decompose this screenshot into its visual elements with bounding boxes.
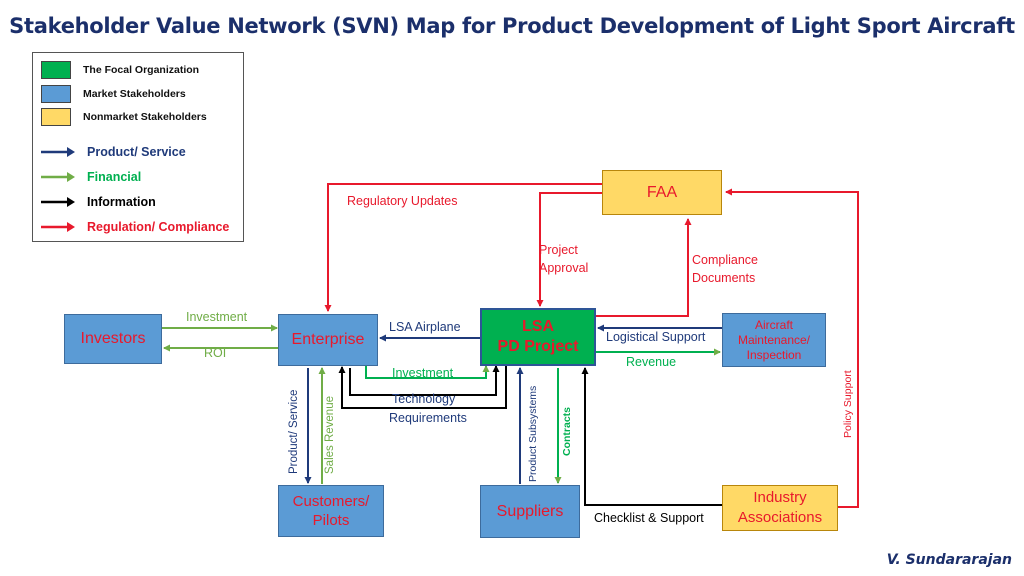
label-contracts: Contracts	[561, 406, 573, 456]
node-enterprise-label: Enterprise	[291, 331, 365, 348]
node-maintenance-label-line3: Inspection	[746, 347, 802, 362]
legend-label-market: Market Stakeholders	[83, 88, 186, 100]
legend-item-regulation: Regulation/ Compliance	[41, 220, 229, 234]
label-project-approval-line1: Project	[539, 243, 578, 257]
legend-arrow-information-icon	[41, 197, 75, 207]
legend: The Focal Organization Market Stakeholde…	[32, 52, 244, 242]
label-roi: ROI	[204, 346, 227, 360]
label-project-approval-line2: Approval	[539, 261, 589, 275]
legend-label-regulation: Regulation/ Compliance	[87, 220, 230, 234]
label-technology: Technology	[392, 392, 456, 406]
node-customers-label-line2: Pilots	[312, 512, 350, 529]
page-title: Stakeholder Value Network (SVN) Map for …	[9, 14, 1015, 38]
node-lsa-pd-project[interactable]: LSA PD Project	[480, 308, 596, 366]
flow-project-approval	[536, 192, 602, 307]
legend-label-product: Product/ Service	[87, 145, 186, 159]
label-lsa-airplane: LSA Airplane	[389, 320, 461, 334]
legend-swatch-market	[41, 85, 71, 103]
legend-label-focal: The Focal Organization	[83, 64, 200, 76]
node-customers-pilots[interactable]: Customers/ Pilots	[278, 485, 384, 537]
legend-item-financial: Financial	[41, 170, 141, 184]
node-suppliers[interactable]: Suppliers	[480, 485, 580, 538]
label-compliance-documents-line1: Compliance	[692, 253, 759, 267]
label-investment-project: Investment	[392, 366, 454, 380]
flow-policy-support	[725, 188, 859, 508]
node-lsa-label-line2: PD Project	[497, 338, 579, 355]
node-maintenance-label-line1: Aircraft	[754, 317, 793, 332]
legend-label-information: Information	[87, 195, 156, 209]
legend-swatch-focal	[41, 61, 71, 79]
flow-regulatory-updates	[324, 183, 602, 312]
legend-item-product: Product/ Service	[41, 145, 186, 159]
label-investment-investors: Investment	[186, 310, 248, 324]
node-maintenance-label-line2: Maintenance/	[737, 332, 811, 347]
label-product-service: Product/ Service	[288, 389, 300, 474]
legend-item-market: Market Stakeholders	[41, 85, 186, 103]
node-faa[interactable]: FAA	[602, 170, 722, 215]
legend-item-information: Information	[41, 195, 156, 209]
legend-arrow-product-icon	[41, 147, 75, 157]
node-enterprise[interactable]: Enterprise	[278, 314, 378, 366]
legend-item-focal: The Focal Organization	[41, 61, 199, 79]
flow-technology	[349, 365, 500, 396]
label-logistical-support: Logistical Support	[606, 330, 706, 344]
legend-label-nonmarket: Nonmarket Stakeholders	[83, 111, 207, 123]
flow-investment-project	[365, 365, 490, 379]
node-industry-label-line1: Industry	[753, 489, 807, 506]
node-faa-label: FAA	[646, 183, 678, 201]
flow-requirements	[338, 366, 507, 409]
node-aircraft-maintenance[interactable]: Aircraft Maintenance/ Inspection	[722, 313, 826, 367]
legend-label-financial: Financial	[87, 170, 142, 184]
node-industry-associations[interactable]: Industry Associations	[722, 485, 838, 531]
legend-arrow-regulation-icon	[41, 222, 75, 232]
label-policy-support: Policy Support	[842, 370, 854, 438]
label-sales-revenue: Sales Revenue	[324, 396, 336, 474]
legend-swatch-nonmarket	[41, 108, 71, 126]
node-lsa-label-line1: LSA	[522, 318, 554, 335]
node-suppliers-label: Suppliers	[496, 502, 564, 520]
flow-checklist-support	[581, 367, 722, 506]
label-compliance-documents-line2: Documents	[692, 271, 756, 285]
author-credit: V. Sundararajan	[886, 552, 1012, 568]
node-investors[interactable]: Investors	[64, 314, 162, 364]
label-revenue: Revenue	[626, 355, 677, 369]
label-product-subsystems: Product Subsystems	[527, 385, 539, 482]
node-industry-label-line2: Associations	[737, 509, 823, 526]
label-regulatory-updates: Regulatory Updates	[347, 194, 458, 208]
flow-compliance-documents	[596, 218, 692, 317]
node-customers-label-line1: Customers/	[292, 493, 370, 510]
legend-arrow-financial-icon	[41, 172, 75, 182]
legend-item-nonmarket: Nonmarket Stakeholders	[41, 108, 207, 126]
label-requirements: Requirements	[389, 411, 467, 425]
node-investors-label: Investors	[80, 330, 146, 347]
label-checklist-support: Checklist & Support	[594, 511, 704, 525]
